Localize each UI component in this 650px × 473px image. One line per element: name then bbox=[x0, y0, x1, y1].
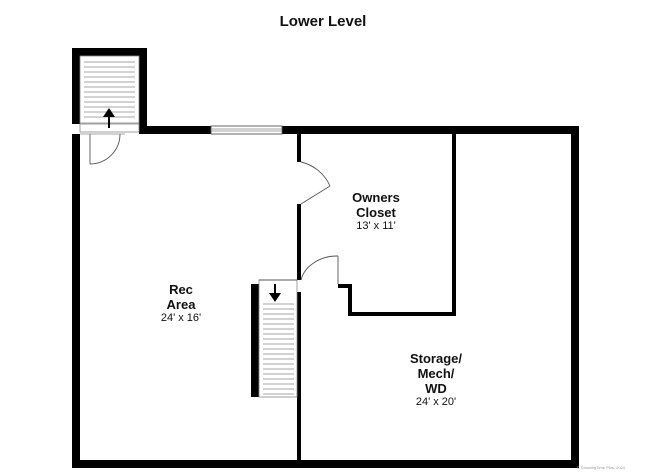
door-closet-upper bbox=[300, 161, 331, 205]
main-stair bbox=[251, 279, 298, 398]
window bbox=[210, 125, 283, 135]
exterior-walls bbox=[72, 48, 579, 468]
room-label-rec: Rec Area 24' x 16' bbox=[161, 282, 201, 324]
interior-walls bbox=[297, 134, 456, 462]
room-name-line: Owners bbox=[352, 190, 400, 205]
room-dimensions: 24' x 16' bbox=[161, 312, 201, 324]
room-name-line: Rec bbox=[169, 282, 193, 297]
room-dimensions: 13' x 11' bbox=[356, 220, 395, 232]
room-label-storage: Storage/ Mech/ WD 24' x 20' bbox=[410, 351, 462, 408]
credit-text: © ShowingTime Plus, 2024 bbox=[577, 465, 626, 470]
door-rec-entry bbox=[80, 133, 125, 165]
upper-stair bbox=[79, 55, 140, 133]
door-closet-lower bbox=[300, 255, 339, 284]
arrow-down-icon bbox=[269, 284, 281, 302]
room-name-line: Area bbox=[167, 297, 197, 312]
room-name-line: WD bbox=[425, 381, 447, 396]
room-name-line: Storage/ bbox=[410, 351, 462, 366]
floor-title: Lower Level bbox=[280, 13, 367, 30]
room-name-line: Closet bbox=[356, 205, 396, 220]
room-name-line: Mech/ bbox=[418, 366, 455, 381]
room-dimensions: 24' x 20' bbox=[416, 396, 456, 408]
arrow-up-icon bbox=[103, 108, 115, 128]
room-label-closet: Owners Closet 13' x 11' bbox=[352, 190, 400, 232]
